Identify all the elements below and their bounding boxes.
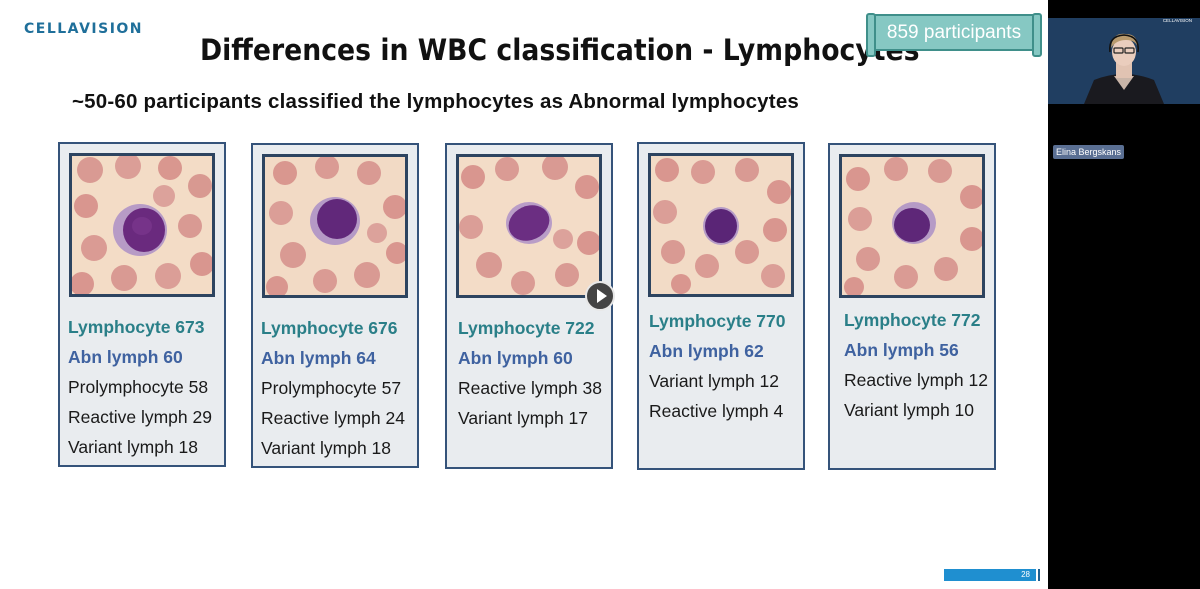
class-count: Reactive lymph 12: [844, 370, 988, 390]
slide-title: Differences in WBC classification - Lymp…: [200, 33, 920, 67]
participant-avatar: [1048, 18, 1200, 104]
card-text-lines: Lymphocyte 676 Abn lymph 64 Prolymphocyt…: [261, 313, 421, 463]
lymphocyte-count: Lymphocyte 772: [844, 310, 981, 330]
class-count: Reactive lymph 29: [68, 407, 212, 427]
page-bar-tick: [1038, 569, 1040, 581]
card-text-lines: Lymphocyte 770 Abn lymph 62 Variant lymp…: [649, 306, 809, 426]
lymphocyte-count: Lymphocyte 673: [68, 317, 205, 337]
cell-image: [262, 154, 408, 298]
presentation-slide: CELLAVISION Differences in WBC classific…: [0, 0, 1048, 589]
abn-lymph-count: Abn lymph 60: [458, 348, 573, 368]
play-icon[interactable]: [585, 281, 615, 311]
card-text-lines: Lymphocyte 772 Abn lymph 56 Reactive lym…: [844, 305, 1004, 425]
lymphocyte-card-1: Lymphocyte 673 Abn lymph 60 Prolymphocyt…: [58, 142, 226, 467]
abn-lymph-count: Abn lymph 56: [844, 340, 959, 360]
class-count: Prolymphocyte 58: [68, 377, 209, 397]
cell-image: [648, 153, 794, 297]
cell-image: [839, 154, 985, 298]
lymphocyte-count: Lymphocyte 770: [649, 311, 786, 331]
lymphocyte-card-5: Lymphocyte 772 Abn lymph 56 Reactive lym…: [828, 143, 996, 470]
class-count: Variant lymph 10: [844, 400, 975, 420]
video-overlay-logo: CELLAVISION: [1162, 18, 1192, 23]
class-count: Prolymphocyte 57: [261, 378, 402, 398]
class-count: Reactive lymph 38: [458, 378, 602, 398]
card-text-lines: Lymphocyte 722 Abn lymph 60 Reactive lym…: [458, 313, 618, 433]
abn-lymph-count: Abn lymph 62: [649, 341, 764, 361]
class-count: Variant lymph 18: [261, 438, 392, 458]
lymphocyte-card-4: Lymphocyte 770 Abn lymph 62 Variant lymp…: [637, 142, 805, 470]
class-count: Variant lymph 12: [649, 371, 780, 391]
class-count: Variant lymph 18: [68, 437, 199, 457]
cell-image: [69, 153, 215, 297]
lymphocyte-count: Lymphocyte 676: [261, 318, 398, 338]
page-number-bar: 28: [944, 569, 1036, 581]
class-count: Variant lymph 17: [458, 408, 589, 428]
participant-video[interactable]: CELLAVISION: [1048, 18, 1200, 104]
participants-badge: 859 participants: [866, 13, 1042, 57]
class-count: Reactive lymph 4: [649, 401, 784, 421]
abn-lymph-count: Abn lymph 64: [261, 348, 376, 368]
class-count: Reactive lymph 24: [261, 408, 405, 428]
cell-image: [456, 154, 602, 298]
card-text-lines: Lymphocyte 673 Abn lymph 60 Prolymphocyt…: [68, 312, 228, 462]
cellavision-logo: CELLAVISION: [24, 21, 144, 37]
lymphocyte-count: Lymphocyte 722: [458, 318, 595, 338]
abn-lymph-count: Abn lymph 60: [68, 347, 183, 367]
lymphocyte-card-3: Lymphocyte 722 Abn lymph 60 Reactive lym…: [445, 143, 613, 469]
participant-name-tag: Elina Bergskans: [1053, 145, 1125, 159]
slide-subtitle: ~50-60 participants classified the lymph…: [72, 90, 800, 113]
lymphocyte-card-2: Lymphocyte 676 Abn lymph 64 Prolymphocyt…: [251, 143, 419, 468]
